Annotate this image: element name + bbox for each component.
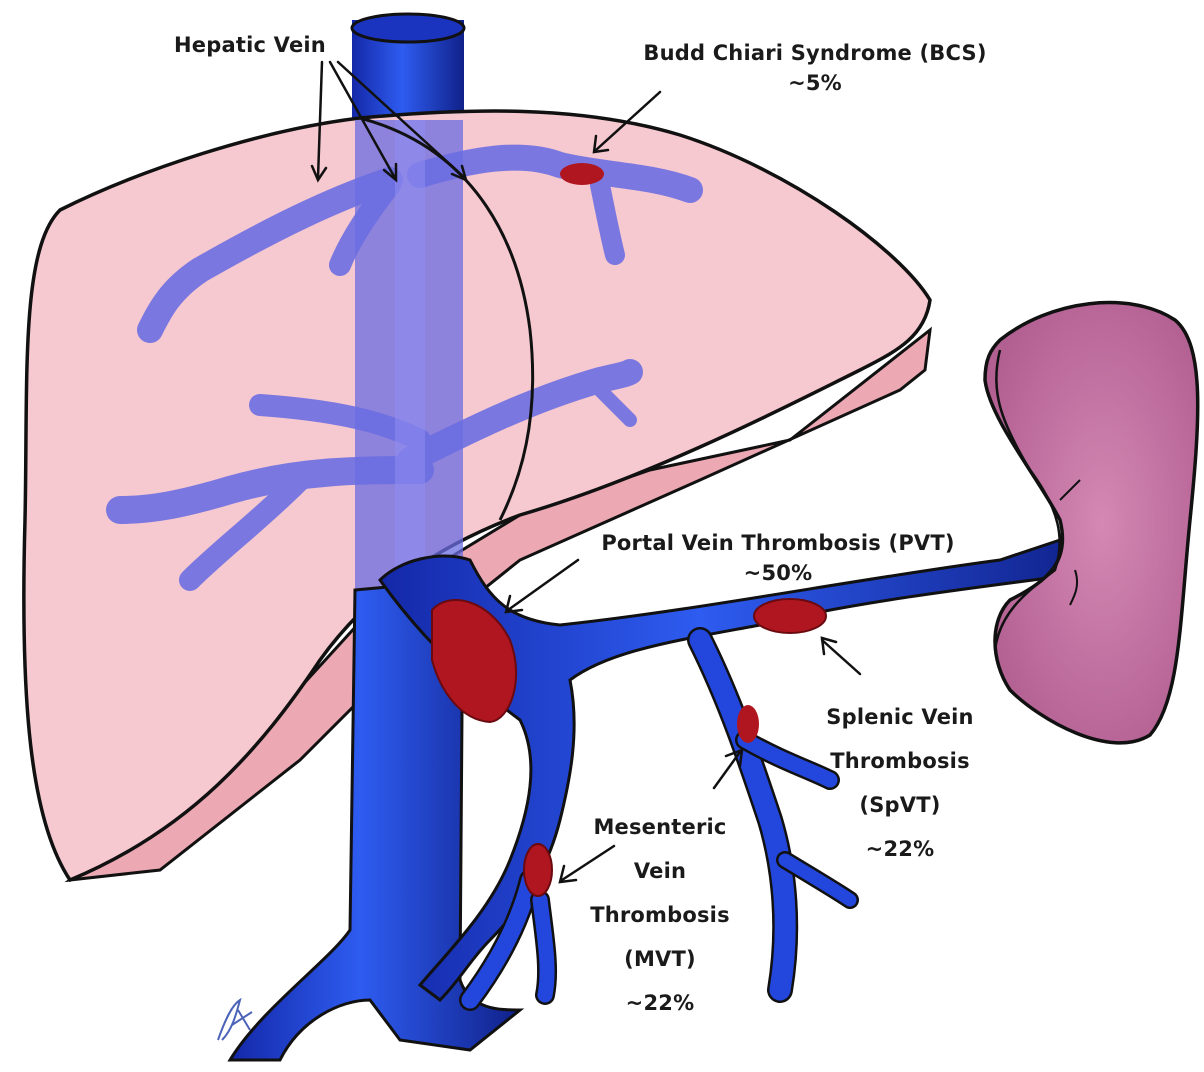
bcs-thrombus	[560, 163, 604, 185]
bcs-label: Budd Chiari Syndrome (BCS) ~5%	[610, 38, 1020, 98]
pvt-percentage: ~50%	[568, 558, 988, 588]
mvt-abbreviation: (MVT)	[580, 937, 740, 981]
bcs-title: Budd Chiari Syndrome (BCS)	[610, 38, 1020, 68]
pvt-title: Portal Vein Thrombosis (PVT)	[568, 528, 988, 558]
spvt-title-line1: Splenic Vein	[810, 695, 990, 739]
hepatic-vein-text: Hepatic Vein	[150, 30, 350, 60]
spvt-percentage: ~22%	[810, 827, 990, 871]
spvt-title-line2: Thrombosis	[810, 739, 990, 783]
mvt-title-line3: Thrombosis	[580, 893, 740, 937]
ivc-top-opening	[352, 14, 464, 42]
mvt-thrombus-upper	[737, 705, 759, 743]
spvt-abbreviation: (SpVT)	[810, 783, 990, 827]
mvt-thrombus-lower	[524, 844, 552, 896]
mvt-title-line1: Mesenteric	[580, 805, 740, 849]
spleen	[985, 303, 1198, 743]
mvt-title-line2: Vein	[580, 849, 740, 893]
mvt-label: Mesenteric Vein Thrombosis (MVT) ~22%	[580, 805, 740, 1025]
bcs-percentage: ~5%	[610, 68, 1020, 98]
spvt-label: Splenic Vein Thrombosis (SpVT) ~22%	[810, 695, 990, 871]
pvt-label: Portal Vein Thrombosis (PVT) ~50%	[568, 528, 988, 588]
hepatic-vein-label: Hepatic Vein	[150, 30, 350, 60]
spvt-thrombus	[754, 599, 826, 633]
mvt-percentage: ~22%	[580, 981, 740, 1025]
